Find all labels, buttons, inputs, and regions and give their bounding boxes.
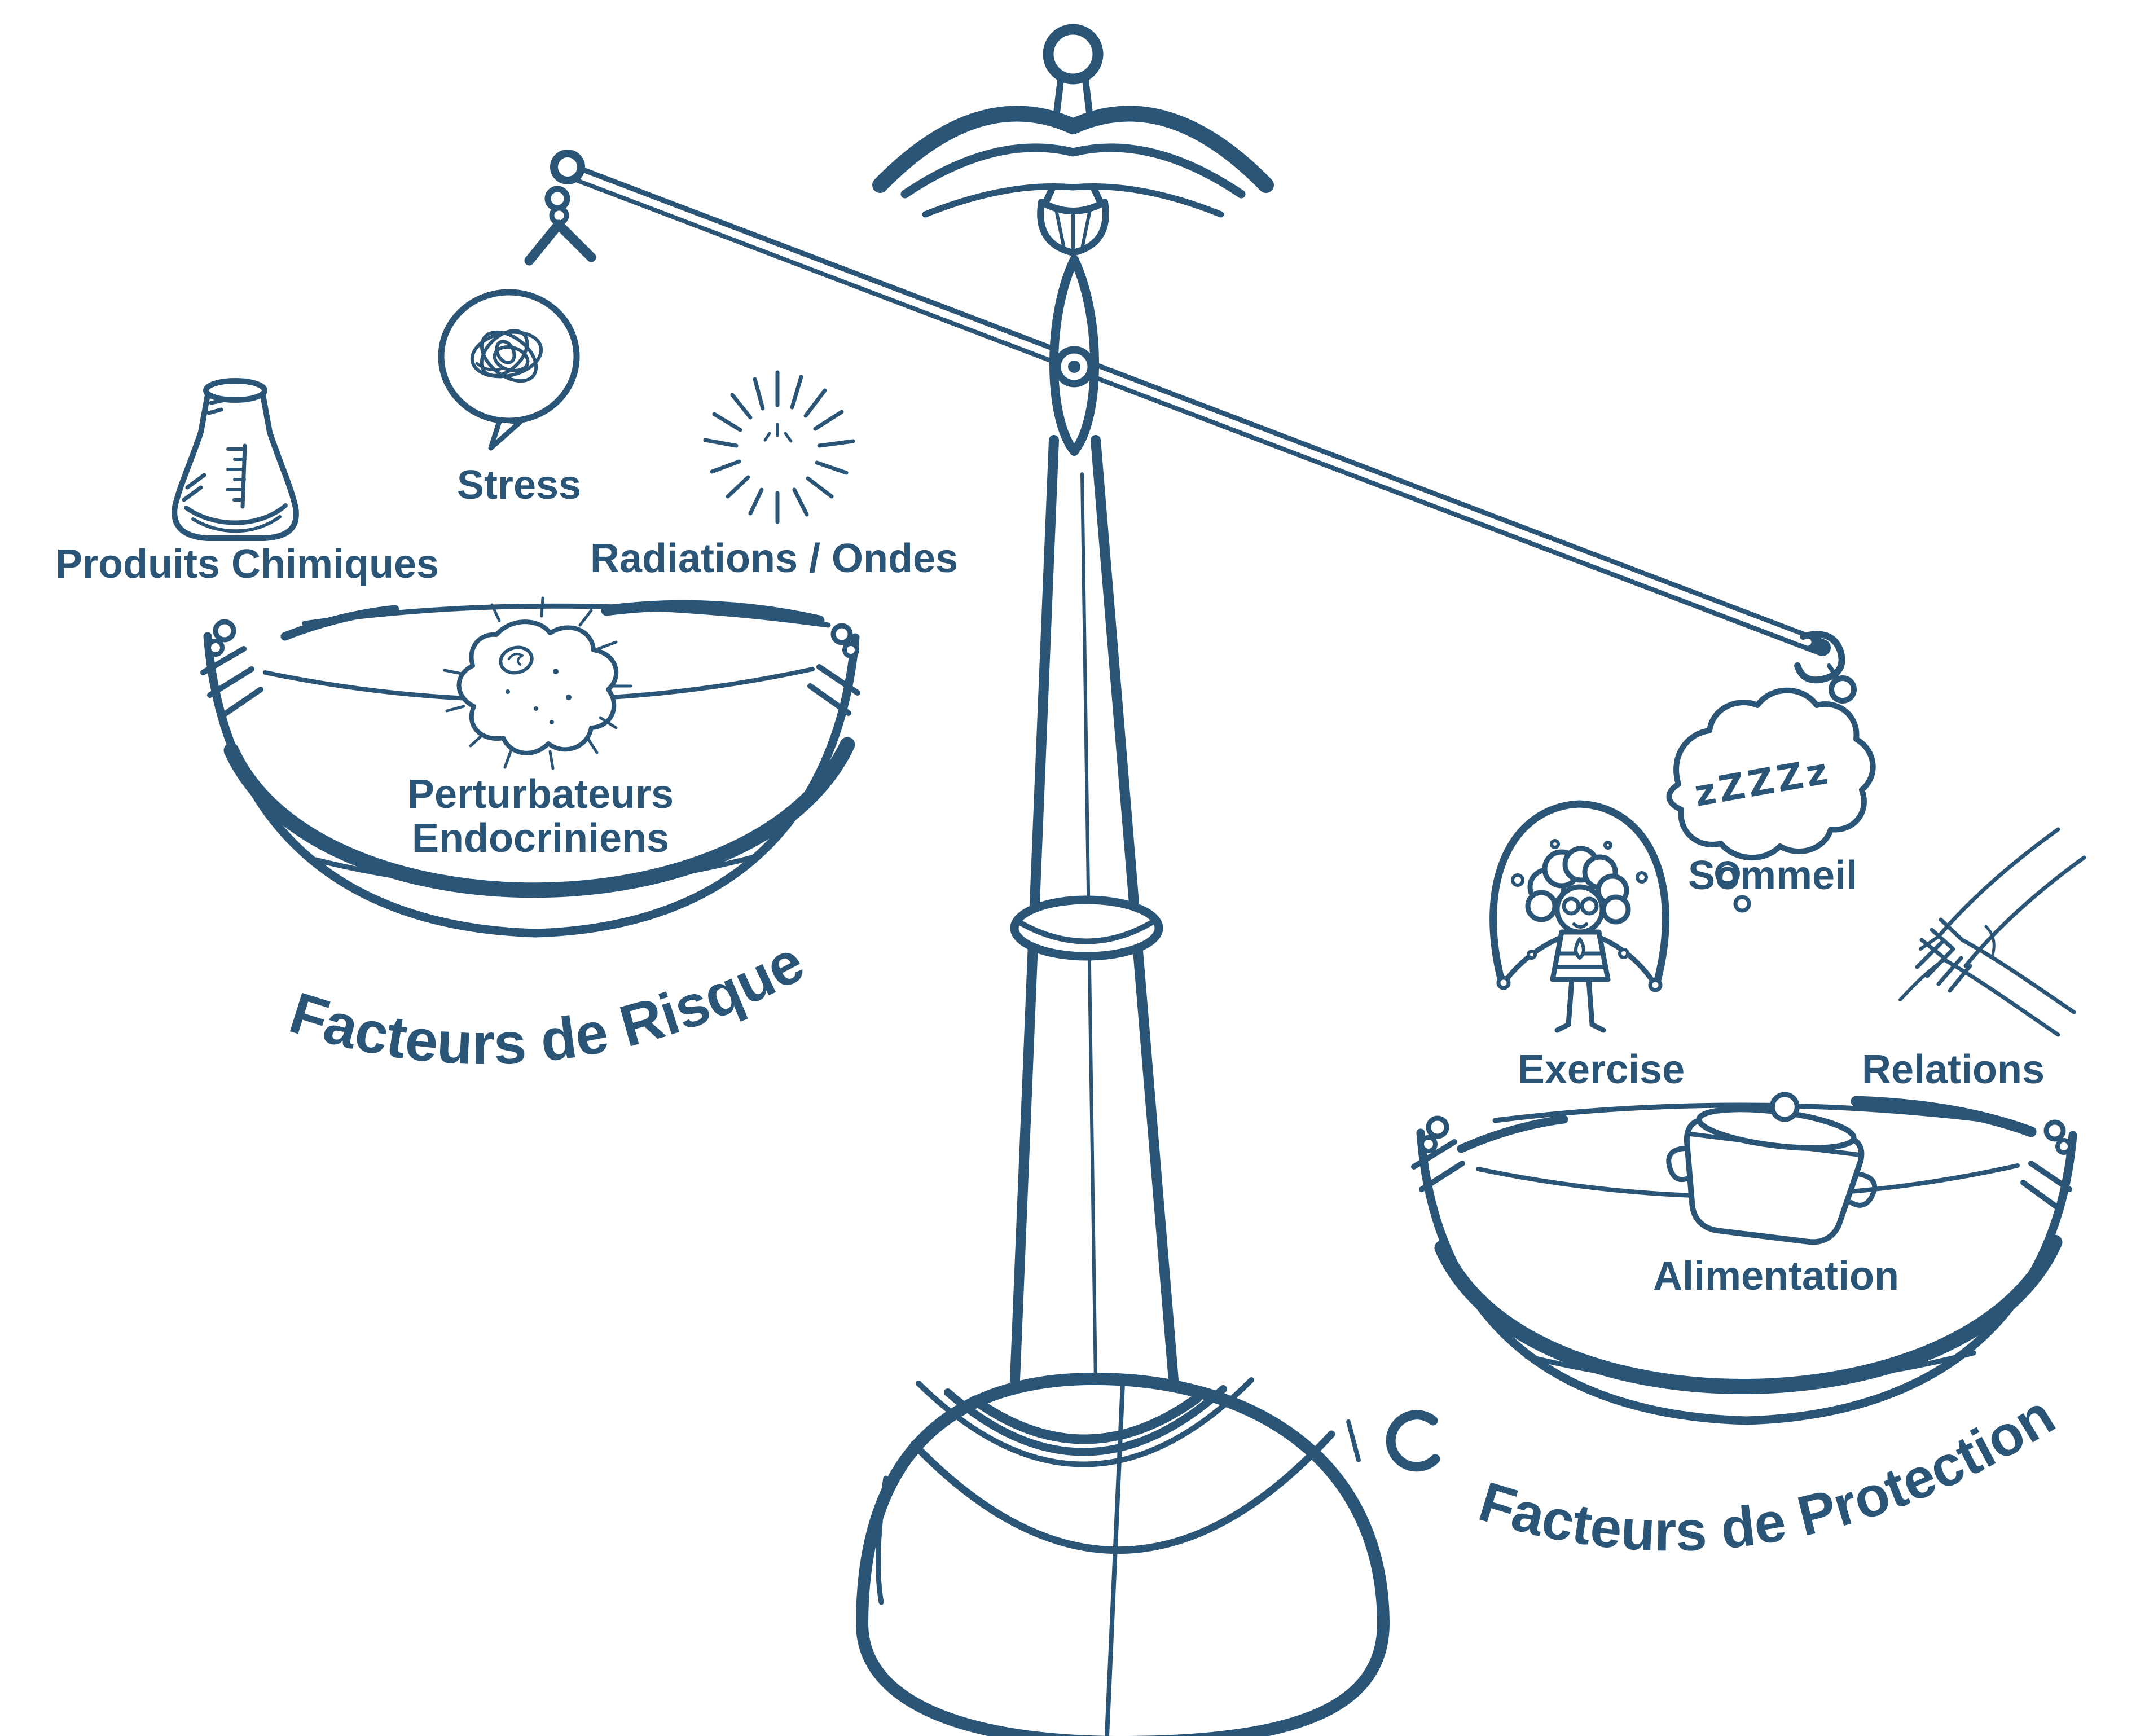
radiation-burst-icon (703, 370, 855, 524)
stress-scribble-icon (438, 289, 580, 451)
right-pan (1386, 1096, 2077, 1472)
scale-beam (561, 162, 1831, 656)
right-beam-hook (1794, 631, 1857, 704)
scale-finial (872, 24, 1274, 456)
label-facteurs-de-risque: Facteurs de Risque (283, 929, 815, 1077)
label-radiations-ondes: Radiations / Ondes (590, 536, 958, 581)
label-endocriniens: Endocriniens (412, 816, 669, 861)
pan-ring-detail (1386, 1410, 1440, 1472)
risk-items: Stress Produits Chimiques Radiations / O… (55, 289, 958, 1077)
protection-items: zZZZz (1472, 687, 2086, 1563)
label-alimentation: Alimentation (1653, 1254, 1899, 1299)
endocrine-disruptor-icon (443, 596, 632, 770)
holding-hands-icon (1898, 827, 2086, 1037)
scale-base (856, 1372, 1390, 1736)
sleep-cloud-icon: zZZZz (1666, 687, 1876, 913)
balance-scale (200, 24, 2077, 1736)
left-beam-hook (524, 150, 596, 266)
label-sommeil: Sommeil (1688, 853, 1857, 898)
label-relations: Relations (1862, 1047, 2045, 1092)
cooking-pot-icon (1666, 1092, 1878, 1245)
left-pan (200, 600, 860, 938)
label-produits-chimiques: Produits Chimiques (55, 542, 439, 587)
label-perturbateurs: Perturbateurs (407, 772, 674, 817)
jump-rope-icon (1489, 800, 1669, 1033)
label-exercise: Exercise (1518, 1047, 1685, 1092)
label-stress: Stress (457, 463, 581, 508)
scale-pillar (1009, 435, 1180, 1399)
label-facteurs-de-protection: Facteurs de Protection (1472, 1383, 2065, 1563)
flask-icon (172, 378, 299, 541)
